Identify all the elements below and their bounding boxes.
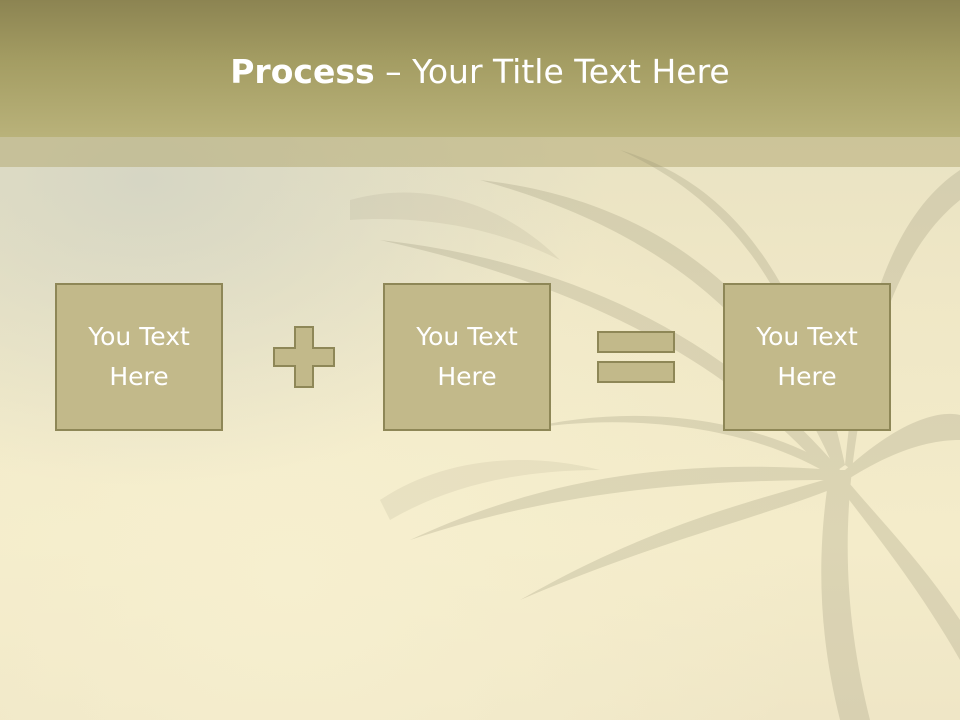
process-box-1[interactable]: You Text Here — [55, 283, 223, 431]
process-box-2-text: You Text Here — [416, 322, 518, 391]
equals-icon — [597, 331, 675, 383]
plus-icon — [273, 326, 335, 388]
title-bar — [0, 0, 960, 137]
process-box-1-text: You Text Here — [88, 322, 190, 391]
process-box-3-text: You Text Here — [756, 322, 858, 391]
process-box-2[interactable]: You Text Here — [383, 283, 551, 431]
title-bold: Process — [230, 52, 375, 91]
title-rest: – Your Title Text Here — [374, 52, 730, 91]
title-strip — [0, 137, 960, 167]
process-box-3[interactable]: You Text Here — [723, 283, 891, 431]
page-title: Process – Your Title Text Here — [0, 52, 960, 91]
